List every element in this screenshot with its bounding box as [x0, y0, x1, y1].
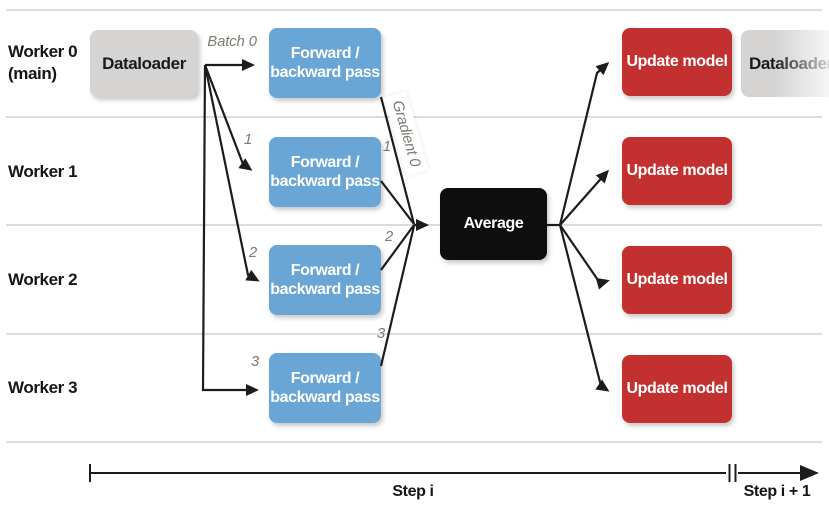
gradient-line-worker1	[380, 180, 415, 225]
gradient-line-worker3	[379, 225, 416, 367]
row-separator	[6, 333, 822, 335]
batch-3-label: 3	[250, 353, 260, 370]
update-arrow-worker2	[559, 224, 610, 290]
row-separator	[6, 116, 822, 118]
gradient-3-label: 3	[376, 325, 386, 342]
update-arrow-worker1	[559, 169, 610, 226]
forward-backward-box-worker3: Forward / backward pass	[269, 353, 381, 423]
batch-arrow-worker1	[203, 64, 253, 171]
forward-backward-box-worker1: Forward / backward pass	[269, 137, 381, 207]
batch-arrow-worker3	[201, 64, 259, 396]
average-box: Average	[440, 188, 547, 260]
update-model-box-worker2: Update model	[622, 246, 732, 314]
dataloader-box: Dataloader	[90, 30, 198, 97]
timeline-axis	[89, 464, 819, 482]
dataloader-next-step-box: Dataloader	[741, 30, 829, 97]
update-model-box-worker0: Update model	[622, 28, 732, 96]
gradient-2-label: 2	[384, 228, 394, 245]
batch-1-label: 1	[243, 131, 253, 148]
step-i-label: Step i	[392, 483, 434, 500]
batch-0-label: Batch 0	[207, 33, 257, 50]
batch-arrow-worker2	[203, 64, 260, 282]
update-model-box-worker3: Update model	[622, 355, 732, 423]
forward-backward-box-worker2: Forward / backward pass	[269, 245, 381, 315]
step-i-plus-1-label: Step i + 1	[743, 483, 811, 500]
row-separator	[6, 9, 822, 11]
update-arrow-worker0	[558, 61, 610, 226]
worker-0-label: Worker 0 (main)	[8, 42, 78, 83]
gradient-1-label: 1	[382, 138, 392, 155]
worker-1-label: Worker 1	[8, 162, 78, 181]
update-model-box-worker1: Update model	[622, 137, 732, 205]
forward-backward-box-worker0: Forward / backward pass	[269, 28, 381, 98]
worker-3-label: Worker 3	[8, 378, 78, 397]
update-arrow-worker3	[558, 224, 610, 392]
worker-2-label: Worker 2	[8, 270, 78, 289]
gradient-line-worker0	[379, 96, 416, 225]
row-separator	[6, 441, 822, 443]
gradient-line-worker2	[380, 224, 415, 271]
batch-2-label: 2	[248, 244, 258, 261]
